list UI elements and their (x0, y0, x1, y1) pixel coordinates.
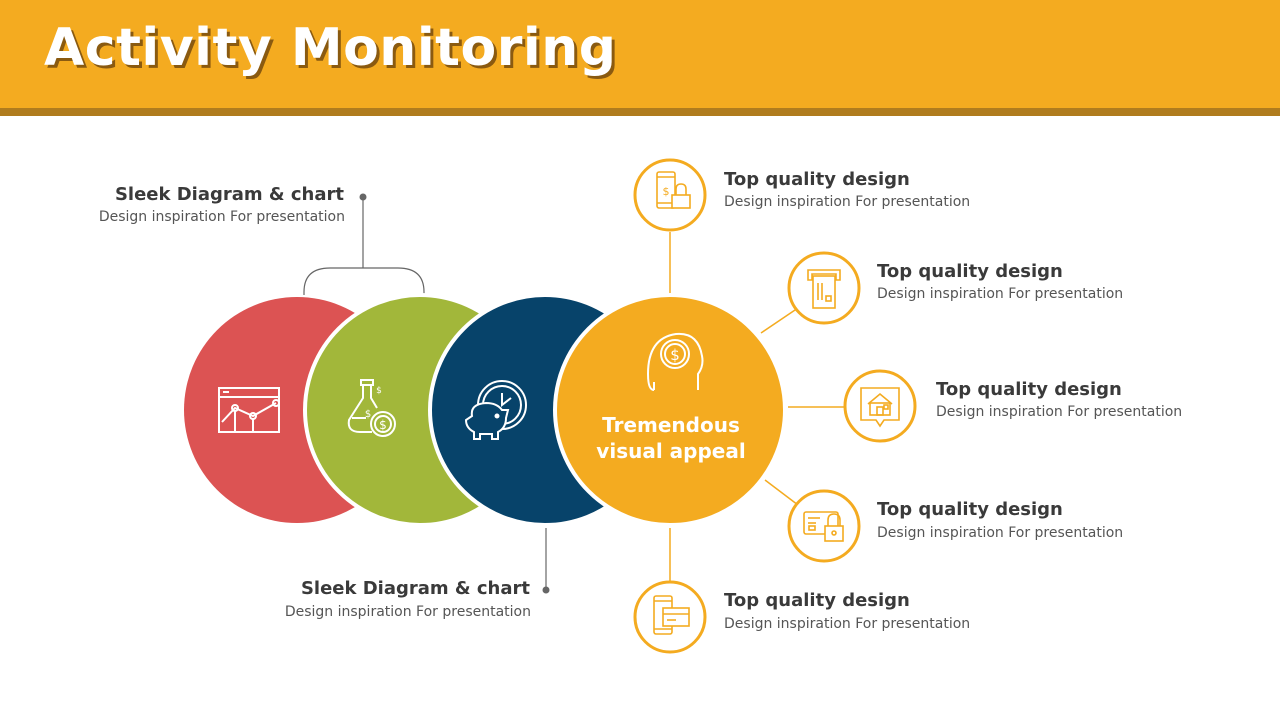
right-connectors (669, 232, 845, 582)
flask-coin-icon: $ $ $ (347, 379, 396, 437)
left-connectors (303, 193, 550, 594)
item-5-title: Top quality design (724, 590, 910, 611)
item-4-subtitle: Design inspiration For presentation (877, 525, 1124, 541)
item-4-title: Top quality design (877, 499, 1063, 520)
svg-text:$: $ (670, 346, 680, 364)
left-label-top-title: Sleek Diagram & chart (114, 184, 344, 205)
header-stripe (0, 108, 1280, 116)
item-2-subtitle: Design inspiration For presentation (877, 286, 1124, 302)
svg-text:$: $ (379, 418, 387, 432)
svg-text:$: $ (663, 185, 670, 198)
atm-card-icon (807, 269, 841, 309)
svg-text:$: $ (376, 386, 382, 396)
left-label-bottom-subtitle: Design inspiration For presentation (284, 604, 531, 620)
phone-card-icon (653, 595, 690, 635)
left-label-bottom-title: Sleek Diagram & chart (300, 578, 530, 599)
head-dollar-icon: $ (646, 332, 704, 391)
header-bar (0, 0, 1280, 108)
page-title: Activity Monitoring (44, 18, 617, 78)
phone-lock-icon: $ (656, 171, 691, 209)
item-5-circle (633, 580, 707, 654)
svg-text:$: $ (365, 409, 371, 420)
browser-chart-icon (218, 387, 280, 433)
house-chat-icon (860, 387, 900, 428)
center-label: Tremendous visual appeal (596, 413, 746, 463)
left-label-top-subtitle: Design inspiration For presentation (98, 209, 345, 225)
circle-center (553, 293, 787, 527)
piggy-clock-icon (464, 380, 527, 440)
item-2-circle (787, 251, 861, 325)
item-1-circle: $ (633, 158, 707, 232)
item-1-subtitle: Design inspiration For presentation (724, 194, 971, 210)
item-3-subtitle: Design inspiration For presentation (936, 404, 1183, 420)
item-2-title: Top quality design (877, 261, 1063, 282)
item-4-circle (787, 489, 861, 563)
item-3-circle (843, 369, 917, 443)
card-lock-icon (803, 511, 844, 542)
item-1-title: Top quality design (724, 169, 910, 190)
item-5-subtitle: Design inspiration For presentation (724, 616, 971, 632)
item-3-title: Top quality design (936, 379, 1122, 400)
